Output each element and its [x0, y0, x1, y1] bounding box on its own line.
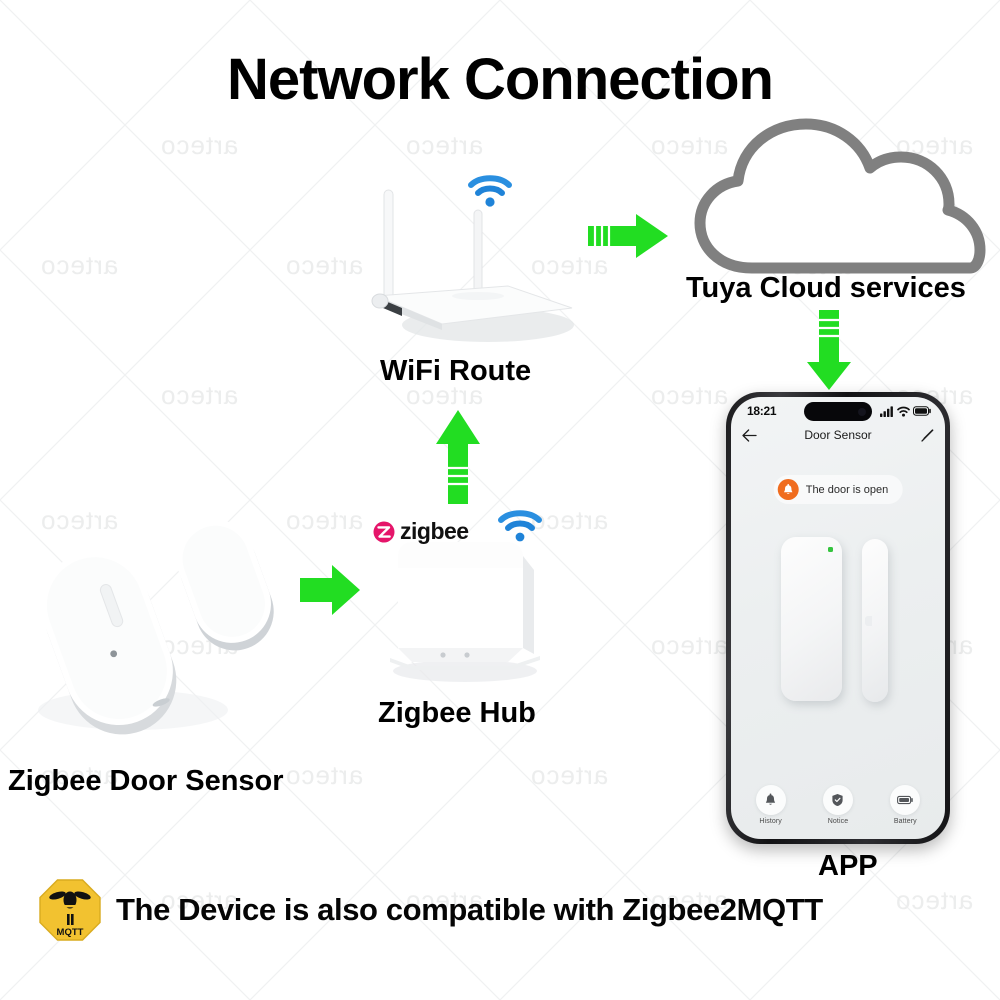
- zigbee-wordmark: zigbee: [400, 518, 469, 544]
- sensor-label: Zigbee Door Sensor: [8, 765, 284, 797]
- smartphone-mockup: 18:21: [726, 392, 950, 844]
- arrow-hub-to-router: [434, 408, 482, 509]
- shield-check-icon: [822, 785, 853, 815]
- door-sensor-app-graphic: [731, 537, 945, 717]
- watermark-text: arteco: [160, 130, 239, 160]
- tab-label: Notice: [827, 818, 849, 825]
- watermark-text: arteco: [530, 760, 609, 790]
- battery-icon: [913, 406, 931, 416]
- arrow-cloud-to-app: [805, 310, 853, 397]
- front-camera-icon: [858, 407, 866, 416]
- zigbee-brand-logo: zigbee: [373, 518, 469, 545]
- wifi-signal-icon: [466, 172, 514, 215]
- arrow-sensor-to-hub: [300, 562, 362, 623]
- wifi-icon: [897, 406, 910, 417]
- watermark-text: arteco: [285, 760, 364, 790]
- watermark-text: arteco: [40, 250, 119, 280]
- phone-screen: 18:21: [731, 397, 945, 839]
- door-status-text: The door is open: [805, 483, 889, 496]
- app-label: APP: [818, 850, 878, 882]
- app-title: Door Sensor: [804, 428, 872, 442]
- dynamic-island: [804, 402, 872, 421]
- mqtt-badge-label: MQTT: [57, 927, 84, 938]
- door-sensor-illustration: [18, 519, 318, 740]
- wifi-signal-icon: [497, 508, 543, 549]
- sensor-magnet-graphic: [862, 539, 888, 702]
- phone-status-bar: 18:21: [731, 397, 945, 423]
- watermark-text: arteco: [650, 380, 729, 410]
- watermark-text: arteco: [405, 130, 484, 160]
- app-tab-bar: History Notice: [731, 785, 945, 825]
- hub-label: Zigbee Hub: [378, 697, 536, 729]
- tab-label: Battery: [893, 818, 917, 825]
- tab-battery[interactable]: Battery: [877, 785, 933, 825]
- status-bar-time: 18:21: [747, 404, 777, 418]
- tuya-cloud-icon: [690, 118, 990, 283]
- watermark-text: arteco: [650, 630, 729, 660]
- arrow-router-to-cloud: [588, 212, 670, 265]
- mqtt-note-text: The Device is also compatible with Zigbe…: [116, 892, 823, 927]
- app-nav-bar: Door Sensor: [731, 423, 945, 447]
- bell-icon: [777, 479, 799, 500]
- cellular-signal-icon: [880, 405, 893, 417]
- magnet-notch: [865, 615, 872, 626]
- tab-notice[interactable]: Notice: [810, 785, 866, 825]
- bell-icon: [755, 785, 786, 815]
- page-title: Network Connection: [227, 47, 774, 112]
- zigbee-mark-icon: [373, 521, 395, 542]
- door-status-badge: The door is open: [773, 475, 903, 504]
- tab-label: History: [759, 818, 782, 825]
- watermark-text: arteco: [160, 380, 239, 410]
- watermark-text: arteco: [285, 250, 364, 280]
- battery-icon: [890, 785, 921, 815]
- sensor-led-indicator: [828, 547, 833, 552]
- router-label: WiFi Route: [380, 355, 532, 387]
- mqtt-bee-icon: MQTT: [38, 878, 102, 942]
- sensor-body-graphic: [781, 537, 842, 701]
- tab-history[interactable]: History: [743, 785, 799, 825]
- mqtt-compatibility-note: MQTT The Device is also compatible with …: [38, 878, 823, 942]
- watermark-text: arteco: [895, 885, 974, 915]
- cloud-label: Tuya Cloud services: [686, 272, 966, 304]
